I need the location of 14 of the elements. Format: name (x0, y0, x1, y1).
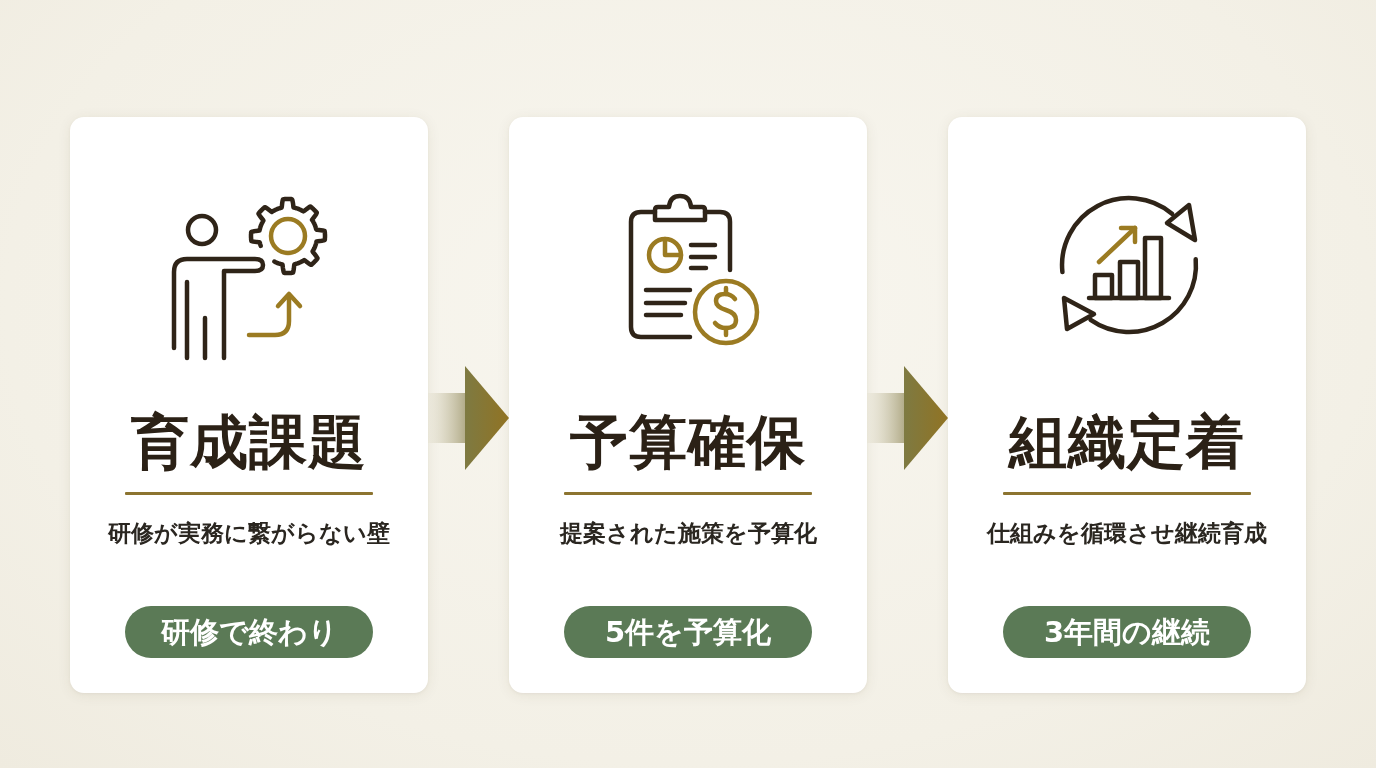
arrow (867, 366, 948, 470)
step-card (509, 117, 867, 693)
step-title: 予算確保 (570, 407, 806, 477)
result-tag: 5件を予算化 (564, 606, 812, 658)
step-card (948, 117, 1306, 693)
step-card (70, 117, 428, 693)
result-tag: 研修で終わり (125, 606, 373, 658)
step-description: 提案された施策を予算化 (559, 519, 817, 548)
step-description: 仕組みを循環させ継続育成 (987, 519, 1267, 548)
step-title: 組織定着 (1009, 407, 1245, 477)
step-title: 育成課題 (131, 407, 367, 477)
result-tag: 3年間の継続 (1003, 606, 1251, 658)
step-description: 研修が実務に繋がらない壁 (108, 519, 390, 548)
arrow (428, 366, 509, 470)
